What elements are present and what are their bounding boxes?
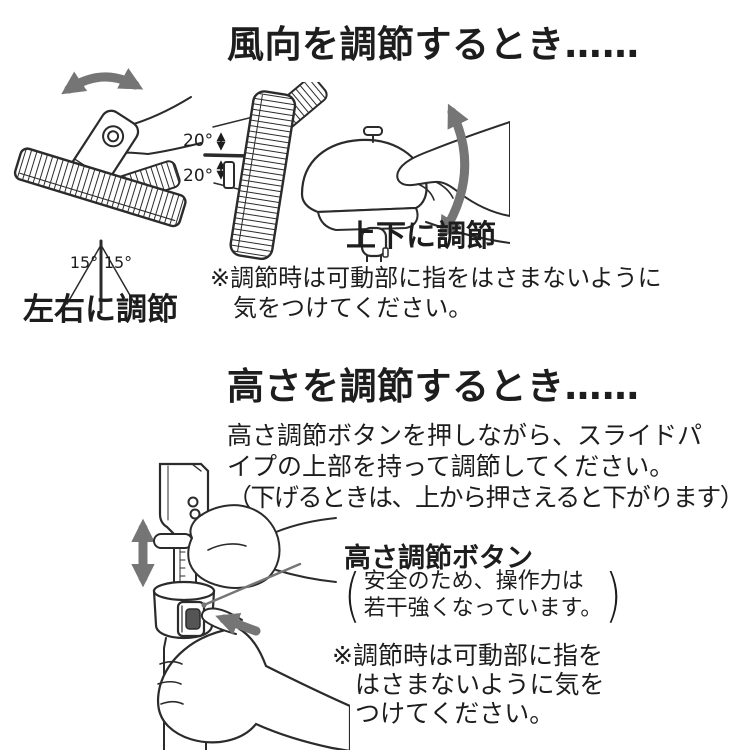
tilt-arrow-icon: [439, 103, 470, 240]
tilt-angle-down-label: 20°: [183, 166, 213, 186]
swivel-angle-right-label: 15°: [104, 253, 132, 272]
swivel-illustration: 15° 15°: [13, 68, 202, 314]
hand-outline-top: [187, 504, 281, 589]
height-instructions: 高さ調節ボタンを押しながら、スライドパ イプの上部を持って調節してください。 （…: [227, 421, 745, 512]
height-illustration: [131, 462, 350, 750]
height-button-label: 高さ調節ボタン: [344, 543, 533, 574]
angle-baseline: [203, 153, 252, 158]
fan-guard-side: [229, 90, 297, 261]
height-section-title: 高さを調節するとき……: [227, 365, 640, 408]
tilt-angle-up-label: 20°: [183, 131, 213, 151]
swivel-caption: 左右に調節: [23, 292, 178, 328]
wind-section-title: 風向を調節するとき……: [227, 23, 640, 66]
hand-outline-bottom: [157, 626, 350, 750]
tilt-caption: 上下に調節: [346, 219, 496, 254]
pinch-warning-note: ※調節時は可動部に指をはさまないように 気をつけてください。: [210, 264, 662, 322]
height-pinch-warning-note: ※調節時は可動部に指を はさまないように気を つけてください。: [332, 641, 605, 728]
press-arrow-icon: [215, 612, 261, 636]
thumb: [153, 533, 193, 549]
neck-joint: [360, 226, 388, 258]
swivel-arrow-icon: [61, 68, 144, 95]
fan-guard-front: [13, 147, 187, 228]
height-button-leader-line: [202, 562, 302, 607]
height-button-note: ( 安全のため、操作力は 若干強くなっています。 ): [343, 561, 623, 629]
close-paren: ): [605, 561, 623, 629]
tilt-illustration: 20° 20°: [183, 82, 510, 262]
oscillation-knob: [363, 126, 383, 136]
swivel-angle-left-label: 15°: [70, 253, 98, 272]
open-paren: (: [343, 561, 361, 629]
